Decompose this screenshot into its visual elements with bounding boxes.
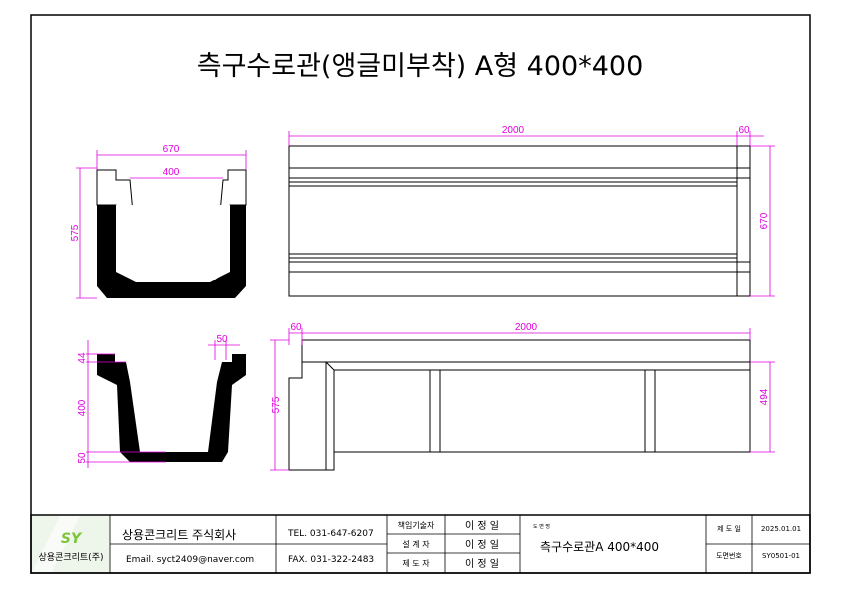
dim-lip: 50	[216, 334, 228, 345]
role-name: 이 정 일	[465, 558, 499, 570]
dim-height-right: 494	[759, 388, 770, 405]
role-label: 설 계 자	[402, 539, 430, 549]
drawing-name-label: 도 면 명	[533, 523, 550, 530]
number-value: SY0501-01	[762, 552, 800, 560]
elevation-view-bottom: 60 2000 575 494	[270, 322, 775, 471]
role-name: 이 정 일	[465, 520, 499, 532]
dim-top: 44	[77, 352, 88, 364]
drawing-name: 측구수로관A 400*400	[540, 540, 659, 554]
company-fax: FAX. 031-322-2483	[288, 555, 374, 565]
elevation-view-top: 2000 60 670	[288, 125, 775, 297]
section-view-bottom: 50 44 400 50	[77, 334, 246, 468]
role-name: 이 정 일	[465, 539, 499, 551]
role-label: 제 도 자	[402, 559, 430, 568]
section-view-top: 670 400 575	[70, 144, 247, 299]
company-tel: TEL. 031-647-6207	[287, 529, 374, 539]
dim-length: 2000	[502, 125, 525, 136]
dim-width-inner: 400	[163, 167, 180, 178]
number-label: 도면번호	[716, 551, 742, 560]
dim-bottom: 50	[77, 452, 88, 464]
dim-end: 60	[290, 322, 302, 333]
dim-end: 60	[738, 125, 750, 136]
dim-inner: 400	[77, 399, 88, 416]
dim-length: 2000	[515, 322, 538, 333]
logo-text: 상용콘크리트(주)	[39, 552, 104, 563]
company-name: 상용콘크리트 주식회사	[122, 528, 236, 542]
drawing-title: 측구수로관(앵글미부착) A형 400*400	[197, 51, 644, 82]
date-value: 2025.01.01	[761, 525, 801, 533]
dim-height: 670	[759, 212, 770, 229]
dim-width-outer: 670	[163, 144, 180, 155]
date-label: 제 도 일	[717, 524, 741, 533]
dim-height: 575	[70, 224, 81, 241]
logo-mark: SY	[61, 531, 83, 547]
company-email: Email. syct2409@naver.com	[126, 555, 254, 565]
dim-height-left: 575	[271, 396, 282, 413]
role-label: 책임기술자	[398, 520, 435, 530]
title-block: SY 상용콘크리트(주) 상용콘크리트 주식회사 Email. syct2409…	[30, 514, 811, 574]
